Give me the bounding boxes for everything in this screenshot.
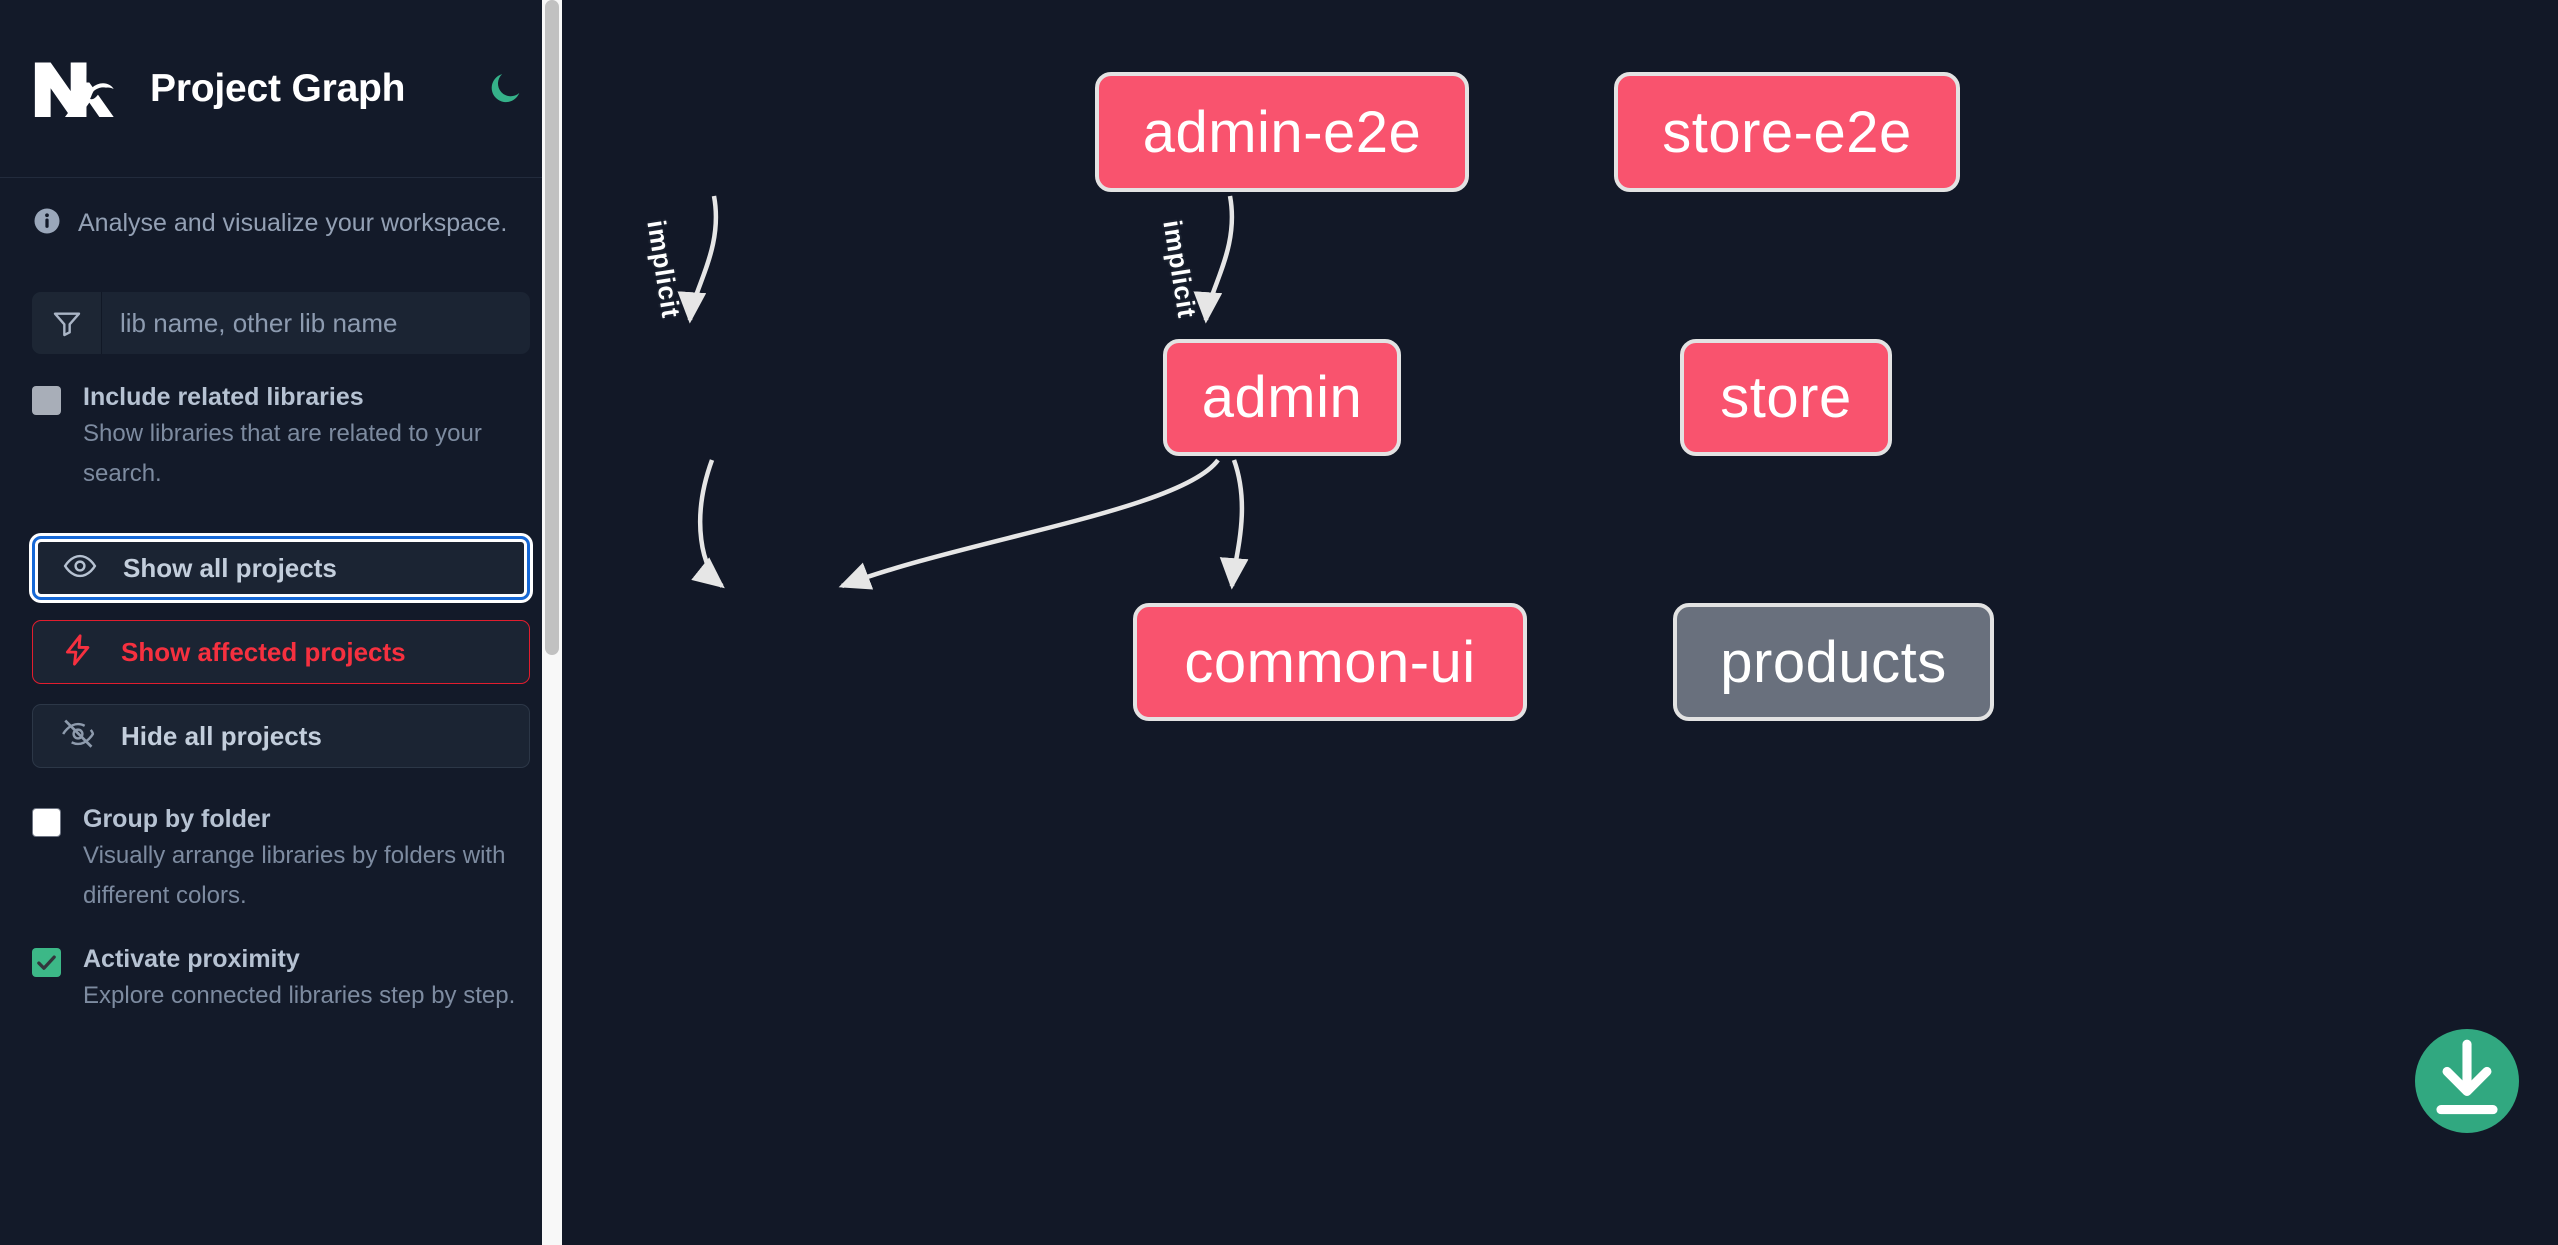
hide-all-projects-label: Hide all projects (121, 720, 322, 751)
checkbox-activate-proximity[interactable]: Activate proximity Explore connected lib… (32, 942, 530, 1016)
graph-node-admin-e2e[interactable]: admin-e2e (1095, 72, 1469, 192)
checkbox-include-related-libraries[interactable]: Include related libraries Show libraries… (32, 380, 530, 494)
edge-store-to-products (1219, 459, 1249, 590)
graph-node-label: store-e2e (1662, 99, 1912, 165)
hide-all-projects-button[interactable]: Hide all projects (32, 704, 530, 768)
show-affected-projects-label: Show affected projects (121, 636, 406, 667)
edge-admin-e2e-to-admin (677, 195, 719, 324)
tagline: Analyse and visualize your workspace. (32, 178, 530, 268)
group-by-folder-label: Group by folder (83, 805, 271, 833)
edge-store-e2e-to-store (1193, 195, 1235, 324)
download-button[interactable] (2415, 1029, 2519, 1133)
graph-node-label: common-ui (1184, 629, 1476, 695)
checkbox-group-by-folder[interactable]: Group by folder Visually arrange librari… (32, 802, 530, 916)
group-by-folder-description: Visually arrange libraries by folders wi… (83, 842, 506, 909)
graph-node-store-e2e[interactable]: store-e2e (1614, 72, 1960, 192)
show-all-projects-button[interactable]: Show all projects (32, 536, 530, 600)
graph-node-label: store (1720, 365, 1852, 430)
sidebar-header: Project Graph (0, 0, 562, 178)
sidebar-scrollbar-thumb[interactable] (545, 0, 559, 655)
sidebar: Project Graph Analyse and visualize your… (0, 0, 562, 1245)
group-by-folder-checkbox[interactable] (32, 808, 61, 837)
action-buttons: Show all projects Show affected projects (32, 536, 530, 768)
include-related-libraries-checkbox[interactable] (32, 386, 61, 415)
include-related-libraries-description: Show libraries that are related to your … (83, 420, 482, 487)
show-all-projects-label: Show all projects (123, 552, 337, 583)
info-icon (32, 206, 62, 241)
activate-proximity-label: Activate proximity (83, 945, 300, 973)
tagline-text: Analyse and visualize your workspace. (78, 208, 508, 237)
page-title: Project Graph (150, 66, 406, 110)
edge-store-to-common-ui (838, 458, 1220, 590)
filter-icon[interactable] (32, 292, 102, 354)
show-affected-projects-button[interactable]: Show affected projects (32, 620, 530, 684)
graph-edges (677, 195, 1249, 590)
nx-logo-icon (32, 58, 118, 120)
eye-off-icon (61, 717, 95, 756)
graph-node-label: products (1720, 629, 1947, 695)
activate-proximity-checkbox[interactable] (32, 948, 61, 977)
lightning-icon (61, 633, 95, 672)
sidebar-body: Analyse and visualize your workspace. In… (0, 178, 562, 1016)
graph-node-admin[interactable]: admin (1163, 339, 1401, 456)
graph-node-label: admin-e2e (1142, 99, 1422, 165)
search-input[interactable] (102, 292, 530, 354)
graph-node-label: admin (1201, 365, 1363, 430)
activate-proximity-description: Explore connected libraries step by step… (83, 982, 516, 1009)
graph-node-products[interactable]: products (1673, 603, 1994, 721)
sidebar-scrollbar[interactable] (542, 0, 562, 1245)
include-related-libraries-label: Include related libraries (83, 383, 364, 411)
edge-admin-to-common-ui (691, 459, 725, 589)
graph-canvas[interactable]: implicit implicit admin-e2e store-e2e ad… (562, 0, 2558, 1245)
eye-icon (63, 549, 97, 588)
search-box[interactable] (32, 292, 530, 354)
moon-icon[interactable] (482, 66, 528, 112)
graph-node-store[interactable]: store (1680, 339, 1892, 456)
graph-node-common-ui[interactable]: common-ui (1133, 603, 1527, 721)
